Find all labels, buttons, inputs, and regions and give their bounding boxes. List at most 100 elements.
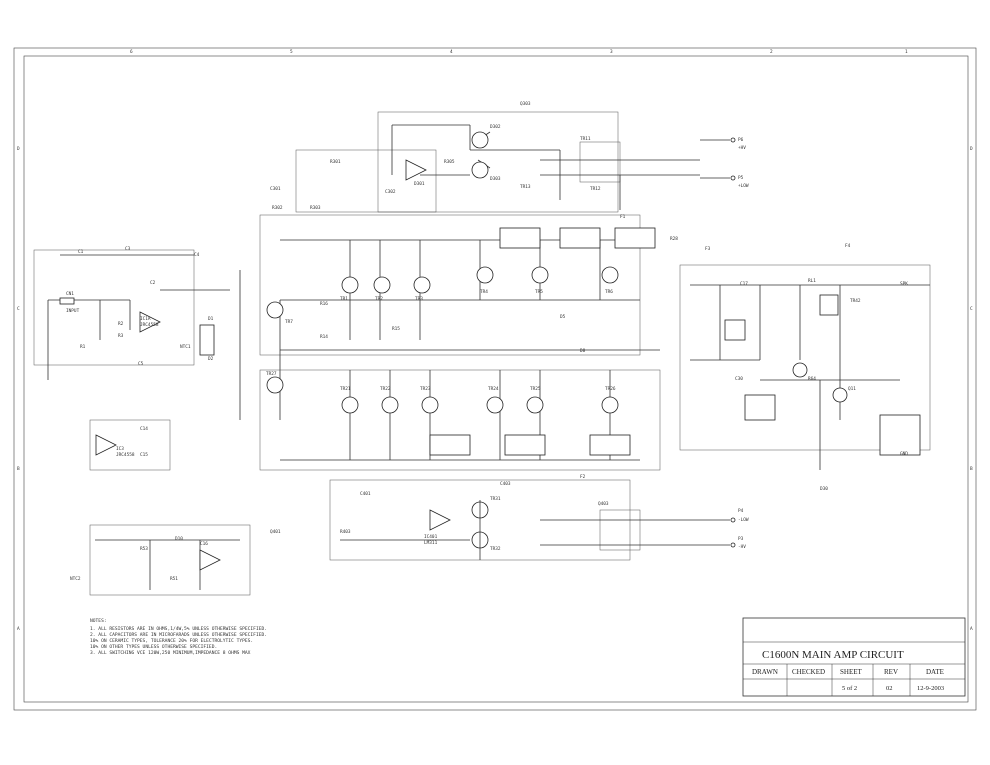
value-date: 12-9-2003	[917, 685, 944, 692]
side-marker-r1: D	[970, 146, 973, 152]
top-marker-2: 5	[290, 49, 293, 55]
transistor-tr27	[266, 376, 284, 394]
value-sheet: 5 of 2	[842, 685, 857, 692]
top-marker-6: 1	[905, 49, 908, 55]
header-checked: CHECKED	[792, 668, 825, 676]
label-c15: C15	[140, 452, 148, 458]
label-f2: F2	[580, 474, 586, 480]
label-tr31: TR31	[490, 496, 501, 502]
transistor-q12	[832, 387, 848, 403]
resistor-bank	[504, 434, 546, 456]
speaker-relay-block: F3 F4 C17 RL1 R64 Q11 SPK GND TR42 C30 D…	[679, 243, 931, 492]
op-amp-symbol	[405, 159, 427, 181]
label-r303: R303	[310, 205, 321, 211]
label-c401: C401	[360, 491, 371, 497]
label-p5: P5	[738, 175, 744, 181]
label-tr25: TR25	[530, 386, 541, 392]
label-r16: R15	[392, 326, 400, 332]
label-tr6: TR6	[605, 289, 613, 295]
transistor-tr25	[526, 396, 544, 414]
side-marker-r4: A	[970, 626, 973, 632]
label-q403: Q403	[598, 501, 609, 507]
label-d20: TR42	[850, 298, 861, 304]
label-plus-hv: +HV	[738, 145, 746, 151]
label-tr11: D302	[490, 124, 501, 130]
connector-table	[879, 414, 921, 456]
label-p6: P6	[738, 137, 744, 143]
side-marker-2: C	[17, 306, 20, 312]
inner-frame	[23, 55, 969, 703]
transistor-tr23	[421, 396, 439, 414]
label-input: INPUT	[66, 308, 80, 314]
transistor-tr2	[373, 276, 391, 294]
input-stage: CN1 INPUT R1 R2 R3 C1 C2 C3 C4 IC1A JRC4…	[33, 246, 230, 380]
transistor-tr4	[476, 266, 494, 284]
resistor-bank	[559, 227, 601, 249]
label-ic3-part: JRC4558	[116, 452, 135, 458]
connector-cn1	[59, 297, 75, 305]
label-tr4: TR4	[480, 289, 488, 295]
label-ic3: IC3	[116, 446, 124, 452]
transistor-tr21	[341, 396, 359, 414]
resistor-bank	[614, 227, 656, 249]
label-c5: C5	[138, 361, 144, 367]
label-tr32: TR32	[490, 546, 501, 552]
op-amp-lm311	[429, 509, 451, 531]
resistor-bank	[589, 434, 631, 456]
component-block	[744, 394, 776, 421]
label-c17: C17	[740, 281, 748, 287]
notes-line-3: 10% ON CERAMIC TYPES, TOLERANCE 20% FOR …	[90, 638, 253, 644]
relay-rl1	[819, 294, 839, 316]
label-cn1: CN1	[66, 291, 74, 297]
upper-power-connectors: P6 +HV P5 +LOW	[700, 137, 749, 189]
label-minus-hv: -HV	[738, 544, 746, 550]
label-q303: TR11	[580, 136, 591, 142]
label-d30: D30	[820, 486, 828, 492]
protection-block: IC3 JRC4558 C14 C15	[89, 419, 171, 471]
label-rl1: RL1	[808, 278, 816, 284]
side-marker-r3: B	[970, 466, 973, 472]
label-r403: R403	[340, 529, 351, 535]
resistor-bank	[499, 227, 541, 249]
label-c1: C1	[78, 249, 84, 255]
lower-output-stage: TR21 TR22 TR23 TR24 TR25 TR26 TR27 F2 D8	[259, 348, 661, 480]
label-d301: R305	[444, 159, 455, 165]
label-tr2: TR2	[375, 296, 383, 302]
label-ic401: IC401	[424, 534, 438, 540]
transistor-tr26	[601, 396, 619, 414]
label-tr23: TR23	[420, 386, 431, 392]
side-marker-4: A	[17, 626, 20, 632]
label-tr1: TR1	[340, 296, 348, 302]
label-c403: C403	[500, 481, 511, 487]
label-tr12: D303	[490, 176, 501, 182]
lower-power-connectors: P4 -LOW P3 -HV	[700, 508, 749, 550]
top-marker-1: 6	[130, 49, 133, 55]
label-ic401-part: LM311	[424, 540, 438, 546]
transistor-tr6	[601, 266, 619, 284]
transistor-symbol	[471, 131, 489, 149]
label-r2: R2	[118, 321, 124, 327]
label-c30: C30	[735, 376, 743, 382]
op-amp-ic1a	[139, 311, 161, 333]
header-drawn: DRAWN	[752, 668, 778, 676]
label-tr21: TR21	[340, 386, 351, 392]
label-minus-low: -LOW	[738, 517, 749, 523]
component-block	[199, 324, 215, 356]
label-tr26: TR26	[605, 386, 616, 392]
label-q12: Q11	[848, 386, 856, 392]
value-rev: 02	[886, 685, 893, 692]
label-c14: C14	[140, 426, 148, 432]
header-rev: REV	[884, 668, 898, 676]
border-markers: 6 5 4 3 2 1 D C B A D C B A	[17, 49, 973, 632]
label-r28: R28	[670, 236, 678, 242]
top-marker-5: 2	[770, 49, 773, 55]
label-tr3: TR3	[415, 296, 423, 302]
upper-output-stage: TR1 TR2 TR3 TR4 TR5 TR6 TR7 R16 R14 R15 …	[239, 214, 678, 420]
label-c303: TR13	[520, 184, 531, 190]
label-c4: C4	[194, 252, 200, 258]
transistor-tr24	[486, 396, 504, 414]
notes-heading: NOTES:	[90, 618, 107, 624]
label-f1: F1	[620, 214, 626, 220]
label-r3: R3	[118, 333, 124, 339]
